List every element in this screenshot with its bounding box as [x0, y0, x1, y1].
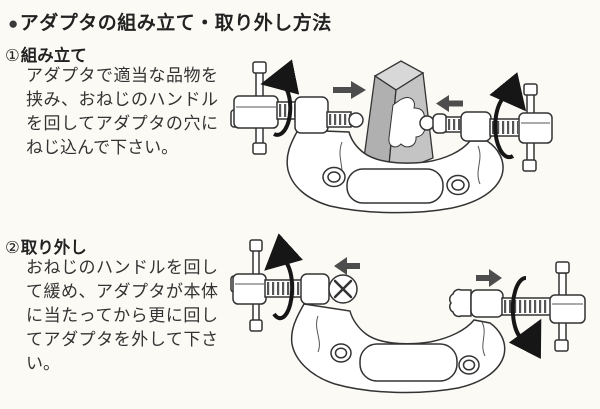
- threaded-rod: [276, 101, 298, 120]
- threaded-rod: [326, 111, 352, 128]
- workpiece-block: [363, 60, 434, 178]
- removal-figure: [230, 233, 586, 394]
- clamp-body: [286, 129, 504, 214]
- threaded-rod: [445, 116, 464, 133]
- arm-contour-line: [481, 321, 486, 357]
- threaded-rod: [264, 279, 303, 298]
- adapter-knurled-knob: [449, 288, 472, 318]
- body-cutout: [346, 168, 444, 204]
- clamp-body: [290, 303, 506, 394]
- adapter-tip: [419, 115, 435, 131]
- hex-nut: [549, 294, 586, 324]
- arm-boss: [470, 289, 504, 318]
- arm-contour-line: [477, 145, 481, 185]
- adapter-cross-head: [328, 274, 358, 304]
- page-title: ●アダプタの組み立て・取り外し方法: [8, 8, 332, 35]
- section-body-removal: おねじのハンドルを回して緩め、アダプタが本体に当たってから更に回してアダプタを外…: [26, 258, 218, 373]
- arm-boss: [294, 96, 329, 134]
- inward-arrow-icon: [436, 95, 463, 112]
- rotate-arrow-icon: [489, 72, 527, 160]
- outward-arrow-icon: [334, 257, 360, 275]
- section-heading-assembly: ①組み立て: [5, 47, 87, 65]
- assembly-figure: [230, 59, 553, 214]
- rotate-arrow-icon: [260, 59, 300, 137]
- hex-nut: [518, 112, 553, 144]
- circled-number: ②: [5, 239, 20, 257]
- screw-handle-right: [449, 261, 586, 352]
- threaded-rod: [501, 297, 552, 316]
- outward-arrow-icon: [476, 269, 502, 287]
- arm-boss: [300, 273, 330, 305]
- inward-arrow-icon: [333, 81, 366, 99]
- rotate-arrow-icon: [264, 233, 303, 321]
- rotate-arrow-icon: [508, 275, 542, 360]
- adapter-tip: [348, 112, 364, 128]
- page-title-text: アダプタの組み立て・取り外し方法: [19, 13, 332, 34]
- circled-number: ①: [5, 47, 20, 65]
- bullet-icon: ●: [8, 14, 19, 33]
- screw-handle-right: [419, 83, 553, 172]
- section-body-assembly: アダプタで適当な品物を挟み、おねじのハンドルを回してアダプタの穴にねじ込んで下さ…: [26, 66, 218, 157]
- arm-boss: [460, 111, 492, 142]
- body-cutout: [359, 343, 458, 382]
- hex-nut: [232, 273, 267, 305]
- hex-nut: [233, 95, 279, 129]
- jaw-profile: [388, 97, 426, 148]
- section-heading-removal: ②取り外し: [5, 239, 87, 257]
- arm-contour-line: [316, 315, 320, 353]
